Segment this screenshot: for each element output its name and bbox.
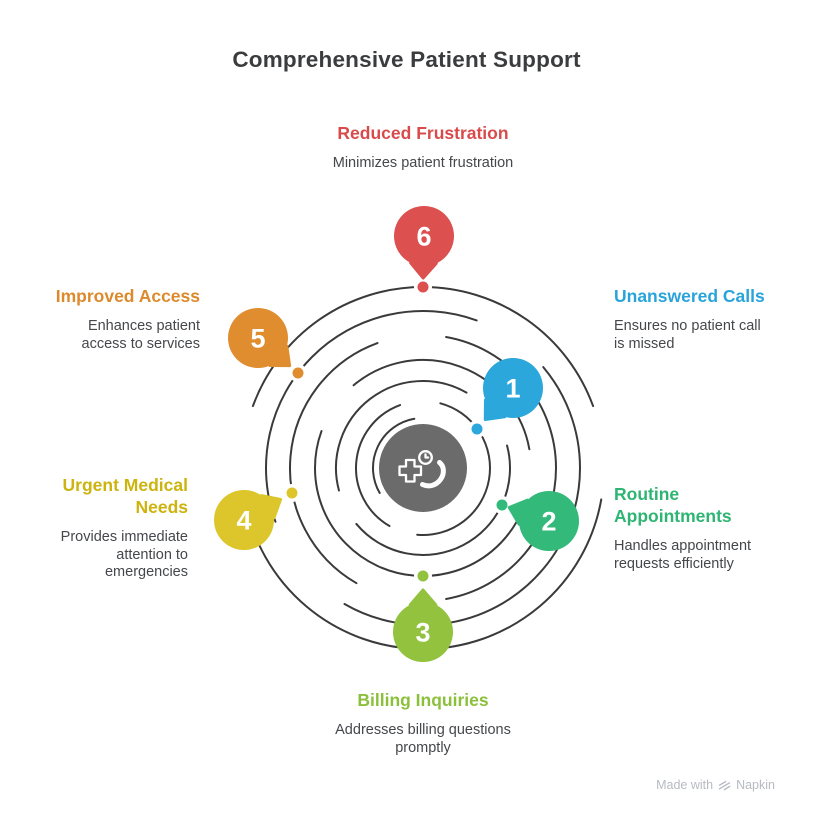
item-description: Enhances patient access to services xyxy=(81,318,200,352)
item-description: Handles appointment requests efficiently xyxy=(614,538,752,572)
bubble-6: 6 xyxy=(394,206,454,280)
bubble-circle xyxy=(214,490,274,550)
spiral-dot xyxy=(417,281,429,293)
spiral-arc xyxy=(355,444,511,557)
spiral-arc xyxy=(372,417,416,494)
bubble-2: 2 xyxy=(507,491,579,551)
spiral-arc xyxy=(265,310,478,523)
bubble-number: 2 xyxy=(541,507,556,537)
item-description: Addresses billing questions promptly xyxy=(335,722,511,756)
item-block-billing-inquiries: Billing Inquiries Addresses billing ques… xyxy=(258,689,588,757)
bubble-number: 1 xyxy=(505,374,520,404)
item-title: Urgent Medical Needs xyxy=(62,475,188,517)
bubble-3: 3 xyxy=(393,588,453,662)
center-hub xyxy=(379,424,467,512)
brand-label: Napkin xyxy=(736,778,775,792)
spiral-dot xyxy=(496,499,508,511)
spiral-arc xyxy=(352,359,531,451)
item-block-improved-access: Improved Access Enhances patient access … xyxy=(0,285,200,353)
spiral-dot xyxy=(417,570,429,582)
bubble-number: 5 xyxy=(250,324,265,354)
phone-handset-icon xyxy=(420,460,446,489)
item-block-unanswered-calls: Unanswered Calls Ensures no patient call… xyxy=(614,285,792,353)
bubble-number: 4 xyxy=(236,506,251,536)
clock-icon xyxy=(418,450,433,465)
bubble-circle xyxy=(228,308,288,368)
item-title: Unanswered Calls xyxy=(614,286,765,306)
bubble-number: 3 xyxy=(415,618,430,648)
napkin-attribution: Made with Napkin xyxy=(656,778,775,792)
item-block-routine-appointments: Routine Appointments Handles appointment… xyxy=(614,483,799,573)
bubble-circle xyxy=(393,602,453,662)
medical-phone-clock-icon xyxy=(398,450,446,489)
bubble-5: 5 xyxy=(228,308,292,368)
bubble-4: 4 xyxy=(214,490,283,550)
spiral-dots xyxy=(283,278,511,585)
spiral-arc xyxy=(289,342,379,585)
spiral-arc xyxy=(335,380,468,492)
made-with-label: Made with xyxy=(656,778,714,792)
bubble-circle xyxy=(483,358,543,418)
bubble-circle xyxy=(394,206,454,266)
bubble-number: 6 xyxy=(416,222,431,252)
item-description: Ensures no patient call is missed xyxy=(614,318,761,352)
item-title: Billing Inquiries xyxy=(357,690,489,710)
bubble-circle xyxy=(519,491,579,551)
spiral-arc xyxy=(314,430,518,577)
spiral-dot xyxy=(471,423,483,435)
hub-circle xyxy=(379,424,467,512)
spiral-arc xyxy=(355,404,402,528)
page-title: Comprehensive Patient Support xyxy=(232,47,581,72)
item-title: Reduced Frustration xyxy=(337,123,509,143)
spiral-dot xyxy=(292,367,304,379)
spiral-dot xyxy=(286,487,298,499)
number-bubbles: 1 2 3 4 5 6 xyxy=(214,206,579,662)
item-description: Provides immediate attention to emergenc… xyxy=(60,529,188,580)
spiral-arc xyxy=(445,336,557,600)
napkin-logo-icon xyxy=(718,780,731,790)
bubble-1: 1 xyxy=(483,358,543,422)
item-block-reduced-frustration: Reduced Frustration Minimizes patient fr… xyxy=(258,122,588,173)
item-block-urgent-medical-needs: Urgent Medical Needs Provides immediate … xyxy=(0,474,188,582)
item-title: Improved Access xyxy=(55,286,200,306)
item-title: Routine Appointments xyxy=(614,484,732,526)
clock-hands xyxy=(424,453,430,459)
item-description: Minimizes patient frustration xyxy=(332,155,514,171)
spiral-arc xyxy=(416,402,491,536)
medical-cross-icon xyxy=(398,458,423,483)
